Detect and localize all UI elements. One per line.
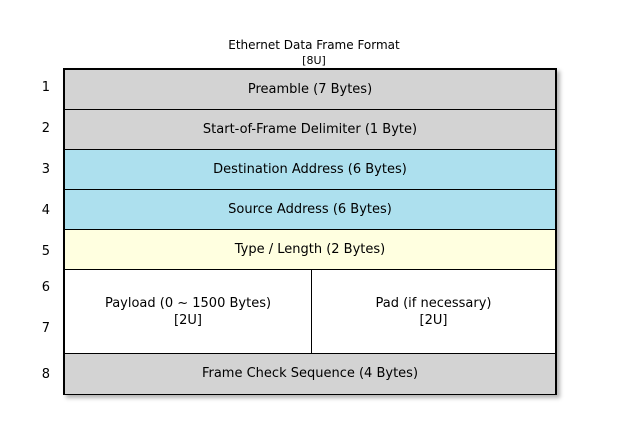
cell-payload: Payload (0 ~ 1500 Bytes) [2U] — [65, 270, 312, 353]
diagram-title-block: Ethernet Data Frame Format [8U] — [0, 38, 628, 68]
cell-tag-payload: [2U] — [174, 312, 202, 328]
row-number-2: 2 — [41, 121, 50, 136]
table-row-frame-check-sequence: Frame Check Sequence (4 Bytes) — [65, 354, 555, 394]
row-number-8: 8 — [41, 367, 50, 382]
cell-label-source-address: Source Address (6 Bytes) — [228, 201, 392, 217]
table-row-preamble: Preamble (7 Bytes) — [65, 70, 555, 110]
table-row-sfd: Start-of-Frame Delimiter (1 Byte) — [65, 110, 555, 150]
cell-label-type-length: Type / Length (2 Bytes) — [234, 241, 386, 257]
row-number-gutter: 1 2 3 4 5 6 7 8 — [0, 68, 56, 395]
row-number-6: 6 — [41, 280, 50, 295]
cell-label-pad: Pad (if necessary) — [375, 295, 492, 311]
cell-label-destination-address: Destination Address (6 Bytes) — [213, 161, 407, 177]
frame-format-table: Preamble (7 Bytes) Start-of-Frame Delimi… — [63, 68, 557, 395]
cell-tag-pad: [2U] — [419, 312, 448, 328]
row-number-1: 1 — [41, 80, 50, 95]
cell-label-frame-check-sequence: Frame Check Sequence (4 Bytes) — [201, 366, 419, 381]
row-number-7: 7 — [41, 321, 50, 336]
cell-label-preamble: Preamble (7 Bytes) — [247, 81, 373, 97]
cell-label-payload: Payload (0 ~ 1500 Bytes) — [104, 295, 272, 311]
table-row-payload-pad: Payload (0 ~ 1500 Bytes) [2U] Pad (if ne… — [65, 270, 555, 354]
table-row-destination-address: Destination Address (6 Bytes) — [65, 150, 555, 190]
diagram-subtitle: [8U] — [302, 54, 326, 67]
cell-pad: Pad (if necessary) [2U] — [312, 270, 555, 353]
table-row-type-length: Type / Length (2 Bytes) — [65, 230, 555, 270]
row-number-5: 5 — [41, 244, 50, 259]
row-number-4: 4 — [41, 203, 50, 218]
table-row-source-address: Source Address (6 Bytes) — [65, 190, 555, 230]
row-number-3: 3 — [41, 162, 50, 177]
cell-label-sfd: Start-of-Frame Delimiter (1 Byte) — [202, 121, 418, 137]
page-title: Ethernet Data Frame Format — [228, 38, 400, 52]
